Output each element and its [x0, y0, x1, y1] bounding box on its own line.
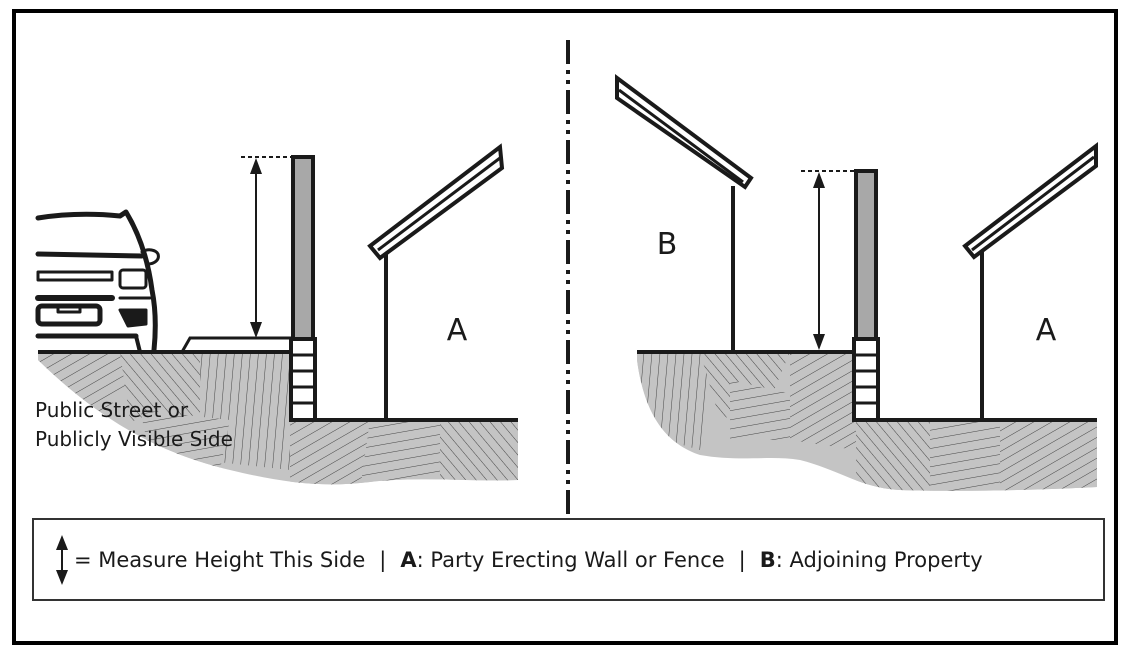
legend-box: = Measure Height This Side | A : Party E…	[32, 518, 1105, 601]
legend-measure-text: = Measure Height This Side	[74, 547, 366, 572]
right-house-a	[962, 141, 1098, 420]
legend-text: = Measure Height This Side | A : Party E…	[34, 534, 983, 586]
house-b	[615, 74, 754, 352]
left-house-a	[367, 143, 505, 420]
legend-a-text: : Party Erecting Wall or Fence	[416, 547, 725, 572]
left-fence-wall	[289, 155, 317, 422]
adjoining-label-b: B	[657, 227, 678, 262]
legend-separator-1: |	[379, 547, 387, 572]
legend-b-text: : Adjoining Property	[775, 547, 983, 572]
legend-separator-2: |	[738, 547, 746, 572]
street-label-line2: Publicly Visible Side	[35, 427, 233, 451]
car-icon	[35, 209, 160, 354]
legend-b-key: B	[759, 547, 776, 572]
legend-a-key: A	[400, 547, 417, 572]
right-fence-wall	[852, 169, 880, 422]
left-area-label-a: A	[447, 313, 468, 348]
left-measure-arrow	[241, 156, 293, 338]
street-label-line1: Public Street or	[35, 398, 189, 422]
right-measure-arrow	[801, 170, 856, 350]
right-area-label-a: A	[1036, 313, 1057, 348]
double-arrow-icon	[56, 534, 68, 585]
